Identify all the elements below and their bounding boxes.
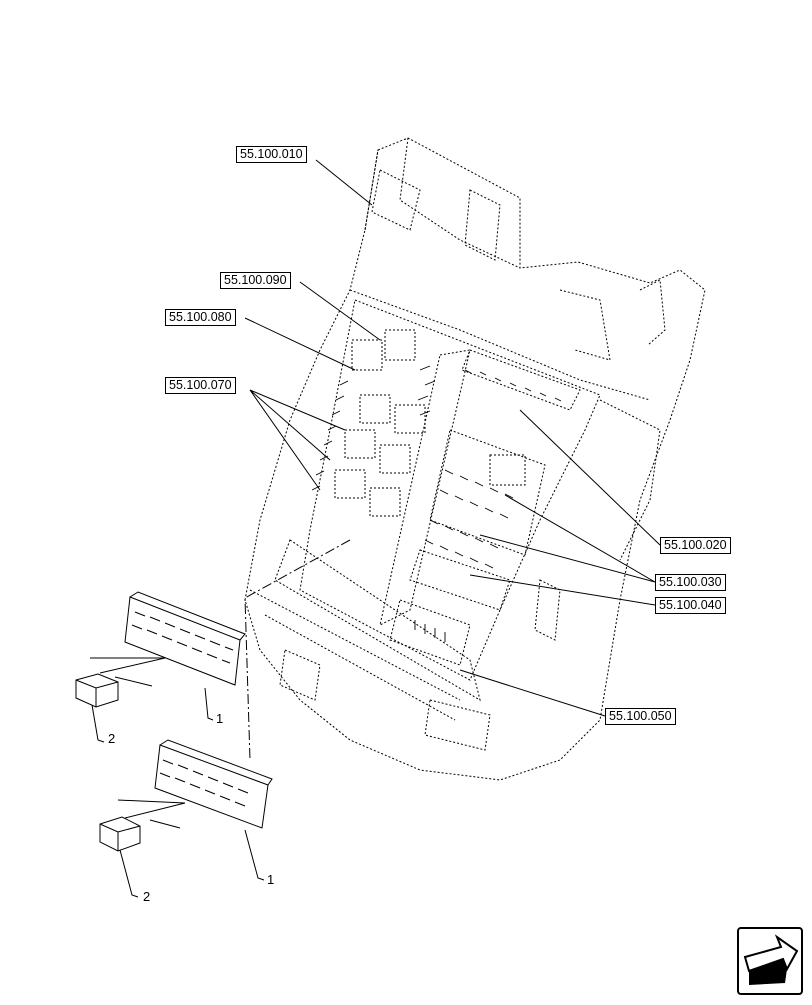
- next-page-arrow-icon[interactable]: [737, 927, 803, 995]
- reference-box-55-100-020[interactable]: 55.100.020: [660, 537, 731, 554]
- cover-upper: [75, 673, 119, 743]
- reference-box-55-100-040[interactable]: 55.100.040: [655, 597, 726, 614]
- reference-box-55-100-030[interactable]: 55.100.030: [655, 574, 726, 591]
- item-number-cover-upper: 2: [108, 731, 116, 746]
- reference-box-55-100-070[interactable]: 55.100.070: [165, 377, 236, 394]
- reference-box-55-100-010[interactable]: 55.100.010: [236, 146, 307, 163]
- cab-frame-outline: [244, 137, 706, 781]
- fuse-detail-hatching: [311, 365, 562, 642]
- item-number-fuse-block-upper: 1: [216, 711, 224, 726]
- reference-box-55-100-080[interactable]: 55.100.080: [165, 309, 236, 326]
- item-number-fuse-block-lower: 1: [267, 872, 275, 887]
- reference-box-55-100-050[interactable]: 55.100.050: [605, 708, 676, 725]
- cover-lower: [99, 816, 141, 898]
- fuse-block-lower: [117, 739, 273, 881]
- fuse-block-upper: [90, 591, 246, 721]
- item-number-cover-lower: 2: [143, 889, 151, 904]
- reference-box-55-100-090[interactable]: 55.100.090: [220, 272, 291, 289]
- leader-lines: [244, 159, 661, 717]
